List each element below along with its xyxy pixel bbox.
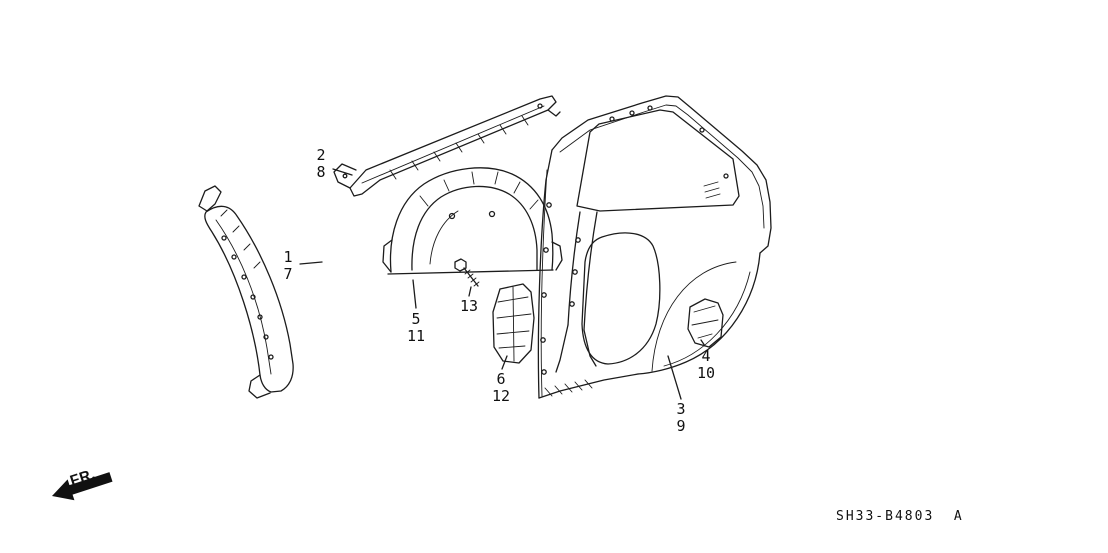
part-number: 3: [676, 400, 686, 418]
part-number: 13: [459, 297, 479, 315]
fr-arrow-icon: [52, 472, 113, 501]
part-front-pillar: [198, 185, 294, 399]
part-number: 10: [696, 364, 716, 382]
part-number: 2: [316, 146, 326, 164]
part-rear-gusset: [687, 298, 724, 348]
part-number: 1: [283, 248, 293, 266]
part-roof-side-rail: [333, 95, 561, 197]
callout-mount-bolt: 13: [460, 298, 478, 315]
part-number: 6: [496, 370, 506, 388]
part-number: 12: [491, 387, 511, 405]
fr-direction-arrow: FR.: [52, 466, 113, 501]
part-number: 11: [406, 327, 426, 345]
part-front-gusset: [492, 283, 535, 364]
part-number: 4: [701, 347, 711, 365]
part-number: 9: [676, 417, 686, 435]
diagram-code: SH33-B4803 A: [836, 509, 964, 524]
part-inner-side-panel: [537, 95, 772, 399]
part-mount-bolt: [454, 258, 480, 287]
part-front-wheelhouse: [382, 167, 563, 275]
part-number: 7: [283, 265, 293, 283]
part-number: 8: [316, 163, 326, 181]
part-number: 5: [411, 310, 421, 328]
callout-leader-lines: [299, 168, 706, 400]
